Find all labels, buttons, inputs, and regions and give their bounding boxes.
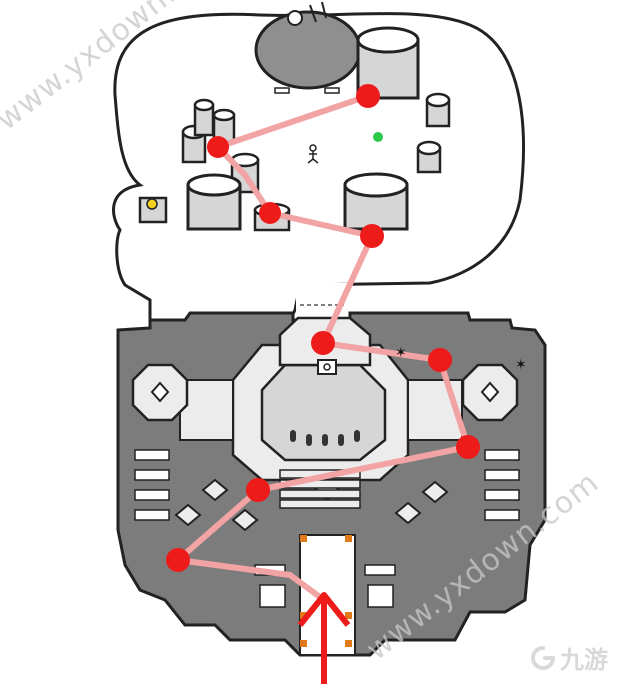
- pillar-wide-left: [186, 173, 242, 231]
- right-benches: [484, 449, 520, 521]
- up-arrow-icon: [297, 592, 351, 684]
- torch-markers: [300, 535, 352, 647]
- waypoint-8: [207, 136, 229, 158]
- pillar-small-right-1: [425, 92, 451, 128]
- star-icon: ✶: [395, 345, 407, 361]
- coin-pedestal: [138, 196, 168, 224]
- waypoint-2: [246, 478, 270, 502]
- waypoint-7: [259, 202, 281, 224]
- pillar-small-right-2: [416, 140, 442, 174]
- coin-icon: [146, 198, 158, 210]
- waypoint-6: [360, 224, 384, 248]
- stick-figure-icon: [307, 144, 319, 164]
- green-dot-icon: [373, 132, 383, 142]
- brand-badge: 九游: [530, 640, 608, 675]
- pillar-large-center: [343, 172, 409, 231]
- star-icon: ✶: [515, 357, 527, 373]
- route-waypoints: [166, 84, 480, 572]
- upper-room-outline: [112, 12, 525, 322]
- left-benches: [134, 449, 170, 521]
- right-octagon-gate: [461, 363, 519, 422]
- tower-arches: [290, 430, 360, 446]
- swirl-logo-icon: [531, 645, 556, 670]
- waypoint-9: [356, 84, 380, 108]
- brand-label: 九游: [560, 646, 608, 674]
- tower-mid: [260, 363, 387, 462]
- left-wing: [179, 379, 234, 441]
- waypoint-5: [311, 331, 335, 355]
- left-octagon-gate: [131, 363, 189, 422]
- dome-structure: [254, 10, 362, 90]
- waypoint-4: [428, 348, 452, 372]
- pillar-cluster-left: [181, 98, 236, 164]
- waypoint-3: [456, 435, 480, 459]
- waypoint-1: [166, 548, 190, 572]
- lamp-icon: [287, 10, 303, 26]
